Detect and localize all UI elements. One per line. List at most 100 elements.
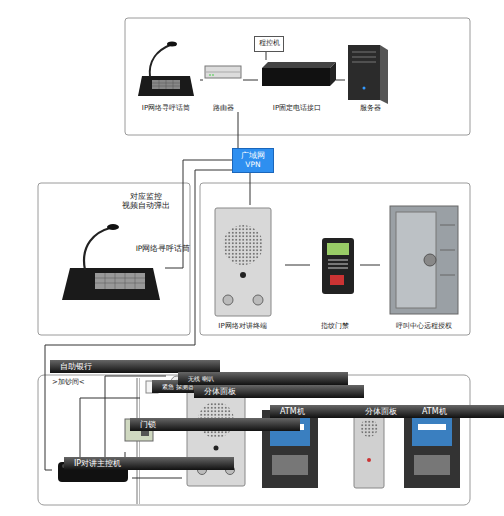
intercom-terminal bbox=[215, 208, 271, 316]
device-node: ATM机 bbox=[258, 405, 320, 505]
microphone-device-part bbox=[95, 273, 145, 289]
node-label: 对应监控 视频自动弹出 bbox=[118, 193, 174, 210]
device-node: 呼叫中心远程授权 bbox=[380, 205, 468, 330]
wire-connector bbox=[238, 112, 239, 148]
microphone-device-part bbox=[167, 42, 177, 47]
region-frame-part bbox=[38, 375, 470, 505]
region-frame bbox=[38, 18, 470, 505]
node-label: IP对讲主控机 bbox=[64, 457, 234, 470]
microphone-device bbox=[62, 224, 160, 300]
region-frame-part bbox=[200, 183, 470, 335]
fingerprint-device-part bbox=[330, 275, 344, 285]
split-panel bbox=[354, 410, 384, 488]
microphone-device-part bbox=[107, 224, 119, 230]
device-node: 路由器 bbox=[203, 55, 243, 112]
node-label: 路由器 bbox=[203, 104, 243, 112]
wire-connector bbox=[250, 173, 251, 205]
device-node: 分体面板 bbox=[343, 405, 393, 505]
fingerprint-device bbox=[322, 238, 354, 294]
network-box: 广域网 VPN bbox=[232, 148, 274, 173]
server-device bbox=[348, 45, 388, 104]
router-device bbox=[205, 66, 241, 78]
atm-machine-part bbox=[414, 455, 450, 475]
device-node: 指纹门禁 bbox=[310, 235, 360, 330]
region-frame-part bbox=[125, 18, 470, 135]
node-label: 无线 喇叭 bbox=[178, 372, 348, 385]
split-panel-part bbox=[367, 458, 371, 462]
phone-interface-device-part bbox=[262, 68, 330, 86]
node-label: 呼叫中心远程授权 bbox=[380, 322, 468, 330]
phone-interface-device-part bbox=[262, 62, 336, 68]
device-node: IP对讲主控机 bbox=[52, 457, 132, 502]
microphone-device-part bbox=[150, 45, 170, 77]
atm-machine-part bbox=[412, 418, 452, 446]
node-label: IP网络寻呼话筒 bbox=[135, 245, 191, 254]
device-node: 分体面板 bbox=[182, 385, 250, 503]
device-node: 服务器 bbox=[345, 45, 395, 112]
atm-machine bbox=[404, 410, 460, 488]
node-label: IP固定电话接口 bbox=[258, 104, 336, 112]
vault-device-part bbox=[440, 225, 455, 275]
device-node: 紧急 探测器 bbox=[140, 380, 164, 414]
region-box: 对应监控 视频自动弹出 IP网络寻呼话筒 bbox=[38, 183, 190, 335]
tag-box: 程控机 bbox=[254, 36, 284, 52]
split-panel-part bbox=[214, 446, 219, 451]
wire-connector bbox=[200, 80, 203, 81]
node-label: 广域网 VPN bbox=[233, 152, 273, 169]
router-device-part bbox=[205, 66, 241, 78]
split-panel-part bbox=[354, 410, 384, 488]
server-device-part bbox=[348, 45, 380, 100]
microphone-device-part bbox=[62, 268, 160, 300]
server-device-part bbox=[363, 87, 366, 90]
node-label: 指纹门禁 bbox=[310, 322, 360, 330]
device-node: IP网络寻呼话筒 bbox=[55, 235, 165, 320]
node-label: IP网络对讲终端 bbox=[200, 322, 285, 330]
vault-device-part bbox=[396, 212, 436, 308]
device-node: IP网络寻呼话筒 bbox=[132, 50, 200, 112]
node-label: 服务器 bbox=[345, 104, 395, 112]
phone-interface-device-part bbox=[330, 62, 336, 86]
server-device-part bbox=[380, 45, 388, 104]
fingerprint-device-part bbox=[322, 238, 354, 294]
node-label: ATM机 bbox=[412, 405, 504, 418]
intercom-terminal-part bbox=[253, 295, 263, 305]
router-device-part bbox=[205, 72, 241, 73]
router-device-part bbox=[209, 74, 211, 76]
node-label: IP网络寻呼话筒 bbox=[132, 104, 200, 112]
microphone-device-part bbox=[95, 273, 145, 289]
wire-connector bbox=[360, 265, 380, 266]
vault-device bbox=[390, 206, 458, 314]
device-node: ATM机 bbox=[400, 405, 462, 505]
split-panel-part bbox=[360, 419, 378, 437]
split-panel bbox=[187, 388, 245, 486]
atm-machine-part bbox=[272, 455, 308, 475]
wire-connector bbox=[243, 80, 258, 81]
microphone-device-part bbox=[138, 76, 194, 96]
microphone-device-part bbox=[84, 228, 110, 270]
node-label: 门锁 bbox=[130, 418, 300, 431]
intercom-terminal-part bbox=[223, 295, 233, 305]
intercom-terminal-part bbox=[215, 208, 271, 316]
wire-connector bbox=[266, 52, 267, 60]
wire-connector bbox=[336, 80, 345, 81]
microphone-device bbox=[138, 42, 194, 97]
region-box: 自助银行IP对讲主控机门锁紧急 探测器无线 喇叭分体面板ATM机分体面板ATM机 bbox=[38, 360, 470, 506]
device-node: 门锁 bbox=[118, 418, 163, 452]
atm-machine-part bbox=[418, 424, 446, 430]
fingerprint-device-part bbox=[327, 243, 349, 255]
device-node: IP固定电话接口 bbox=[258, 60, 336, 112]
atm-machine-part bbox=[404, 410, 460, 488]
device-node: IP网络对讲终端 bbox=[200, 205, 285, 330]
server-device-part bbox=[352, 52, 376, 62]
fingerprint-device-part bbox=[328, 260, 348, 268]
wire-connector bbox=[132, 478, 182, 479]
microphone-device-part bbox=[152, 80, 180, 89]
region-frame-part bbox=[38, 183, 190, 335]
node-label: 分体面板 bbox=[194, 385, 364, 398]
vault-device-part bbox=[424, 254, 436, 266]
vault-device-part bbox=[390, 206, 458, 314]
intercom-terminal-part bbox=[223, 225, 263, 265]
